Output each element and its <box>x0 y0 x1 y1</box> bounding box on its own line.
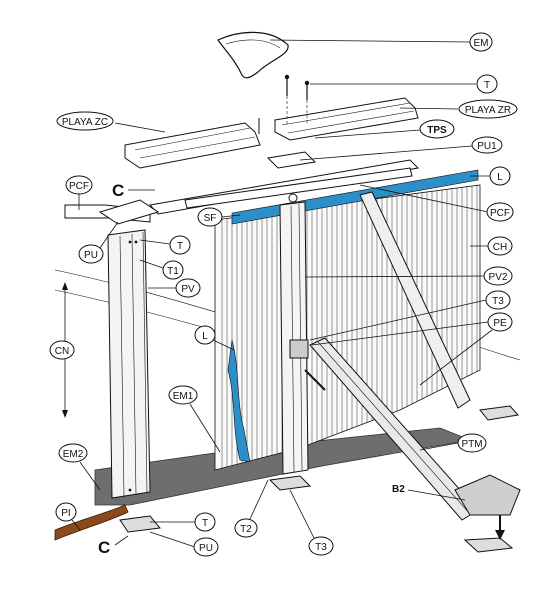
label-t-bottom: T <box>202 518 208 529</box>
label-em2-bubble <box>58 443 88 463</box>
label-c-top: C <box>112 181 124 200</box>
label-em1: EM1 <box>173 391 194 402</box>
label-playa-zr-bubble <box>458 99 518 119</box>
label-tps: TPS <box>427 125 447 136</box>
label-playa-zc-bubble <box>56 111 114 131</box>
label-t2-bubble <box>234 518 258 538</box>
diagonal-brace <box>359 191 471 409</box>
label-pcf-right: PCF <box>490 208 510 219</box>
label-pi: PI <box>61 508 70 519</box>
label-pu1: PU1 <box>477 141 497 152</box>
label-t3-bottom-bubble <box>308 536 334 556</box>
left-post-pv <box>107 229 151 499</box>
pu-corner-plate <box>98 199 160 225</box>
t3-plate-mid <box>268 475 312 491</box>
b2-bracket <box>454 474 521 516</box>
label-pcf-left: PCF <box>69 181 89 192</box>
label-t3-right-bubble <box>485 290 511 310</box>
label-pu-left-bubble <box>78 244 104 264</box>
label-t3-bottom: T3 <box>315 542 327 553</box>
playa-zr-cap <box>274 97 419 141</box>
top-screws <box>284 74 310 125</box>
label-ch: CH <box>493 242 507 253</box>
label-pe-bubble <box>487 312 513 332</box>
label-pi-bubble <box>55 502 77 522</box>
pi-wood-rail <box>54 504 129 541</box>
label-pv2-bubble <box>483 266 513 286</box>
label-pu-bottom: PU <box>199 543 213 554</box>
label-b2: B2 <box>392 484 405 495</box>
label-em: EM <box>474 38 489 49</box>
t3-plate-right <box>479 405 519 421</box>
label-t-bottom-bubble <box>194 512 216 532</box>
label-em1-bubble <box>168 385 198 405</box>
label-pu1-bubble <box>471 136 503 154</box>
label-t2: T2 <box>240 524 252 535</box>
pe-bracket <box>289 339 309 359</box>
label-c-bottom: C <box>98 538 110 557</box>
label-sf: SF <box>204 213 217 224</box>
corrugated-wall <box>214 184 481 471</box>
label-cn-bubble <box>49 340 75 360</box>
label-cn: CN <box>55 346 69 357</box>
label-em-bubble <box>469 32 493 52</box>
label-t-top-bubble <box>476 74 498 94</box>
label-l-left: L <box>202 331 208 342</box>
em-cover <box>217 31 289 79</box>
label-t-top: T <box>484 80 490 91</box>
label-pv: PV <box>181 284 195 295</box>
pu-bottom-plate <box>119 515 161 533</box>
label-t1: T1 <box>167 266 179 277</box>
label-pu-bottom-bubble <box>193 537 219 557</box>
pu1-plate <box>266 151 317 169</box>
label-t-left-bubble <box>169 235 191 255</box>
label-l-right-bubble <box>489 166 511 186</box>
label-tps-bubble <box>419 119 455 139</box>
label-playa-zc: PLAYA ZC <box>62 117 108 128</box>
b2-base-plate <box>463 537 514 553</box>
label-ch-bubble <box>487 236 513 256</box>
label-pcf-right-bubble <box>486 202 514 222</box>
middle-post-pv2 <box>279 193 309 475</box>
pe-arrow <box>304 369 326 391</box>
label-t3-right: T3 <box>492 296 504 307</box>
label-t1-bubble <box>162 260 184 280</box>
label-pu-left: PU <box>84 250 98 261</box>
label-em2: EM2 <box>63 449 84 460</box>
liner-side-strip <box>227 339 251 463</box>
label-playa-zr: PLAYA ZR <box>465 105 511 116</box>
label-ptm: PTM <box>461 439 482 450</box>
top-rail-back <box>184 167 413 209</box>
playa-zc-cap <box>124 122 261 169</box>
label-pv2: PV2 <box>489 272 508 283</box>
label-l-right: L <box>497 172 503 183</box>
label-pe: PE <box>493 318 507 329</box>
label-ptm-bubble <box>457 433 487 453</box>
label-t-left: T <box>177 241 183 252</box>
label-l-left-bubble <box>194 325 216 345</box>
label-pv-bubble <box>175 278 201 298</box>
